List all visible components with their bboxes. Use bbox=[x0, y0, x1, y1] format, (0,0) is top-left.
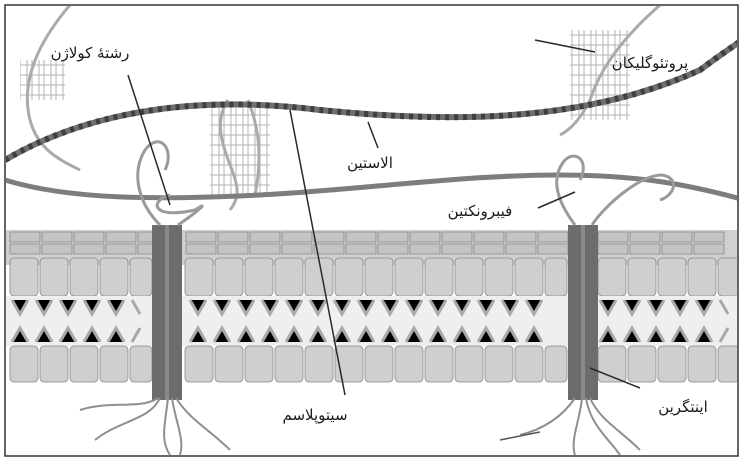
label-proteoglycan: پروتئوگلیکان bbox=[612, 54, 689, 73]
label-cytoplasm: سیتوپلاسم bbox=[282, 406, 347, 425]
label-elastin: الاستین bbox=[347, 154, 393, 172]
label-collagen: رشتهٔ کولاژن bbox=[51, 44, 130, 62]
label-fibronectin: فیبرونکتین bbox=[448, 202, 513, 220]
label-integrin: اینتگرین bbox=[658, 398, 708, 416]
cell-membrane bbox=[5, 230, 740, 382]
